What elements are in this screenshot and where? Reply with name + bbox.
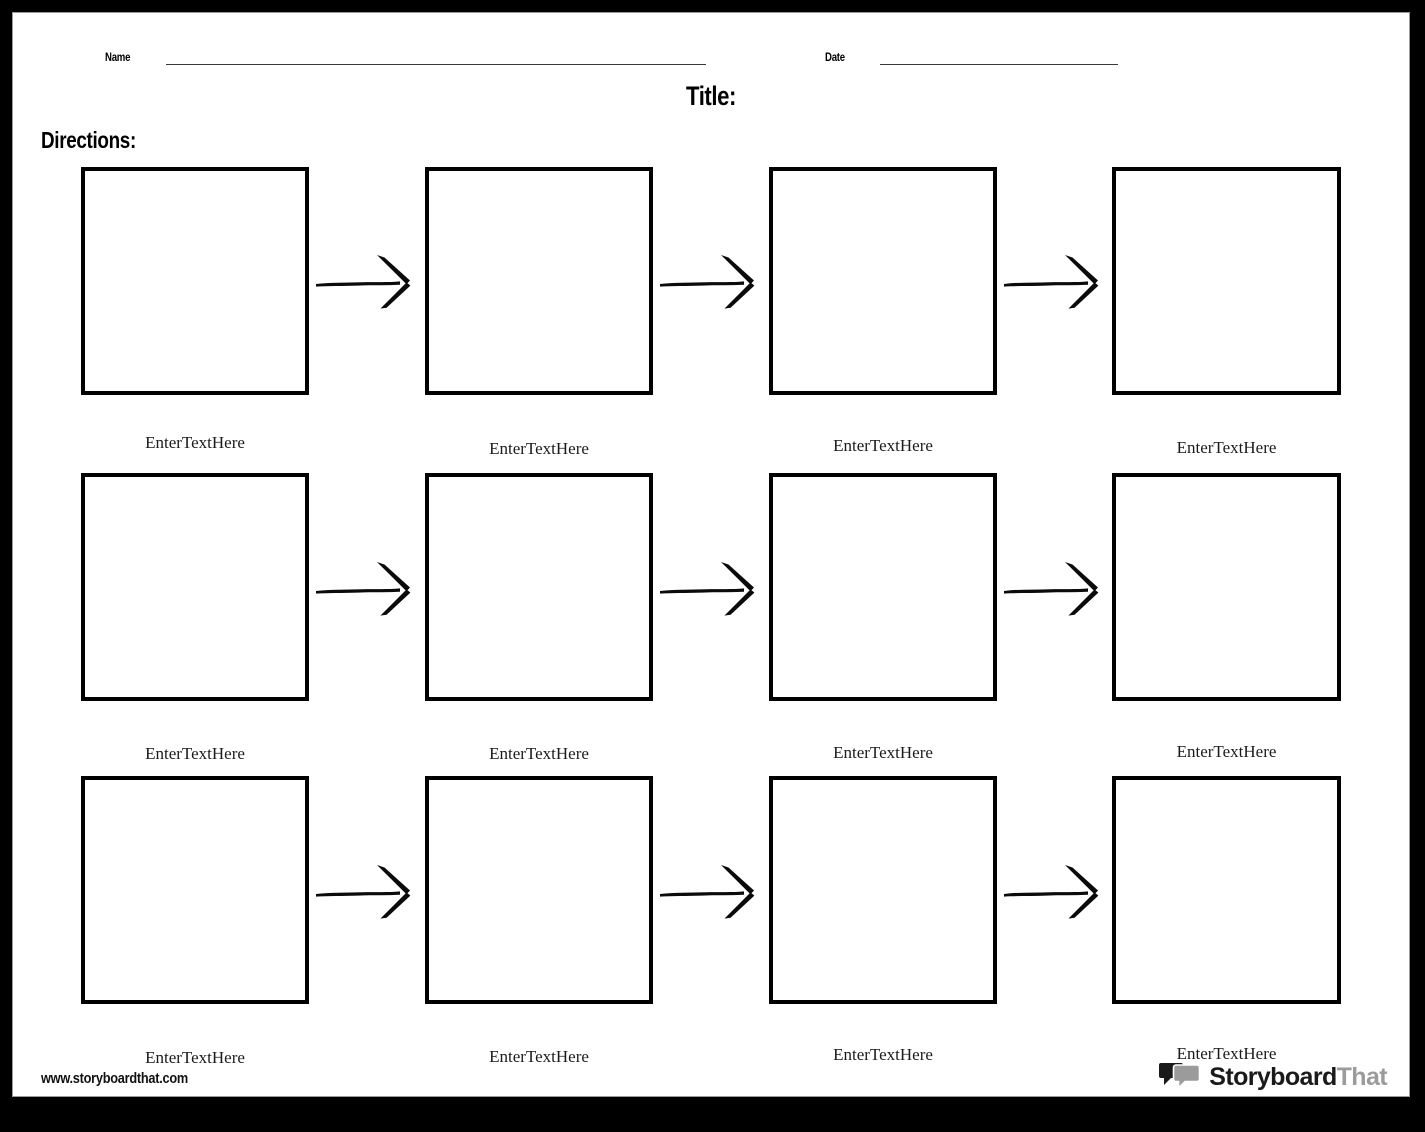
storyboard-cell-box[interactable]	[81, 473, 309, 701]
arrow-right-icon	[658, 251, 768, 313]
storyboard-cell-box[interactable]	[425, 167, 653, 395]
date-input-line[interactable]	[879, 64, 1118, 65]
storyboard-cell-caption[interactable]: EnterTextHere	[489, 1047, 589, 1066]
storyboard-cell-box[interactable]	[769, 776, 997, 1004]
storyboard-cell-caption[interactable]: EnterTextHere	[1176, 742, 1277, 761]
logo-wordmark: StoryboardThat	[1209, 1065, 1387, 1090]
arrow-right-icon	[314, 558, 424, 620]
name-input-line[interactable]	[166, 64, 707, 65]
speech-bubbles-icon	[1159, 1061, 1201, 1094]
storyboard-cell: EnterTextHere	[425, 473, 653, 821]
arrow-right-icon	[658, 861, 768, 923]
storyboard-cell: EnterTextHere	[1112, 776, 1341, 1124]
arrow-right-icon	[314, 861, 424, 923]
arrow-right-icon	[658, 558, 768, 620]
date-field[interactable]: Date	[825, 51, 1118, 65]
logo-word-that: That	[1336, 1063, 1388, 1091]
storyboard-cell-box[interactable]	[1112, 776, 1341, 1004]
storyboard-cell-caption[interactable]: EnterTextHere	[833, 1045, 933, 1064]
storyboard-cell-caption[interactable]: EnterTextHere	[489, 439, 589, 458]
arrow-right-icon	[1002, 861, 1112, 923]
storyboard-cell: EnterTextHere	[81, 473, 309, 821]
logo-word-storyboard: Storyboard	[1209, 1063, 1337, 1091]
page-title[interactable]: Title:	[685, 81, 737, 111]
storyboard-cell-box[interactable]	[1112, 473, 1341, 701]
storyboard-cell-caption[interactable]: EnterTextHere	[489, 744, 589, 763]
storyboard-cell: EnterTextHere	[425, 776, 653, 1124]
storyboard-cell-box[interactable]	[425, 776, 653, 1004]
storyboard-cell: EnterTextHere	[1112, 473, 1341, 821]
storyboard-cell: EnterTextHere	[81, 776, 309, 1124]
worksheet-page: Name Date Title: Directions: EnterTextHe…	[13, 13, 1409, 1096]
storyboard-cell-caption[interactable]: EnterTextHere	[1176, 438, 1277, 457]
storyboard-cell: EnterTextHere	[769, 167, 997, 515]
storyboard-cell-box[interactable]	[425, 473, 653, 701]
name-field[interactable]: Name	[105, 50, 707, 65]
storyboard-cell-box[interactable]	[81, 776, 309, 1004]
storyboard-cell: EnterTextHere	[1112, 167, 1341, 515]
storyboardthat-logo[interactable]: StoryboardThat	[1159, 1061, 1388, 1094]
storyboard-cell-box[interactable]	[769, 167, 997, 395]
storyboard-cell: EnterTextHere	[425, 167, 653, 515]
storyboard-cell-caption[interactable]: EnterTextHere	[145, 433, 245, 452]
arrow-right-icon	[1002, 251, 1112, 313]
storyboard-cell-box[interactable]	[81, 167, 309, 395]
storyboard-cell-caption[interactable]: EnterTextHere	[833, 743, 933, 762]
footer-website-url[interactable]: www.storyboardthat.com	[41, 1070, 188, 1087]
storyboard-cell: EnterTextHere	[769, 473, 997, 821]
storyboard-cell-caption[interactable]: EnterTextHere	[145, 1048, 245, 1067]
name-label: Name	[105, 50, 131, 64]
storyboard-cell: EnterTextHere	[81, 167, 309, 515]
date-label: Date	[825, 50, 845, 64]
storyboard-cell-caption[interactable]: EnterTextHere	[145, 744, 245, 763]
storyboard-cell: EnterTextHere	[769, 776, 997, 1124]
arrow-right-icon	[314, 251, 424, 313]
storyboard-cell-caption[interactable]: EnterTextHere	[1176, 1044, 1277, 1063]
storyboard-cell-caption[interactable]: EnterTextHere	[833, 436, 933, 455]
storyboard-cell-box[interactable]	[1112, 167, 1341, 395]
directions-label[interactable]: Directions:	[41, 127, 136, 153]
arrow-right-icon	[1002, 558, 1112, 620]
storyboard-cell-box[interactable]	[769, 473, 997, 701]
